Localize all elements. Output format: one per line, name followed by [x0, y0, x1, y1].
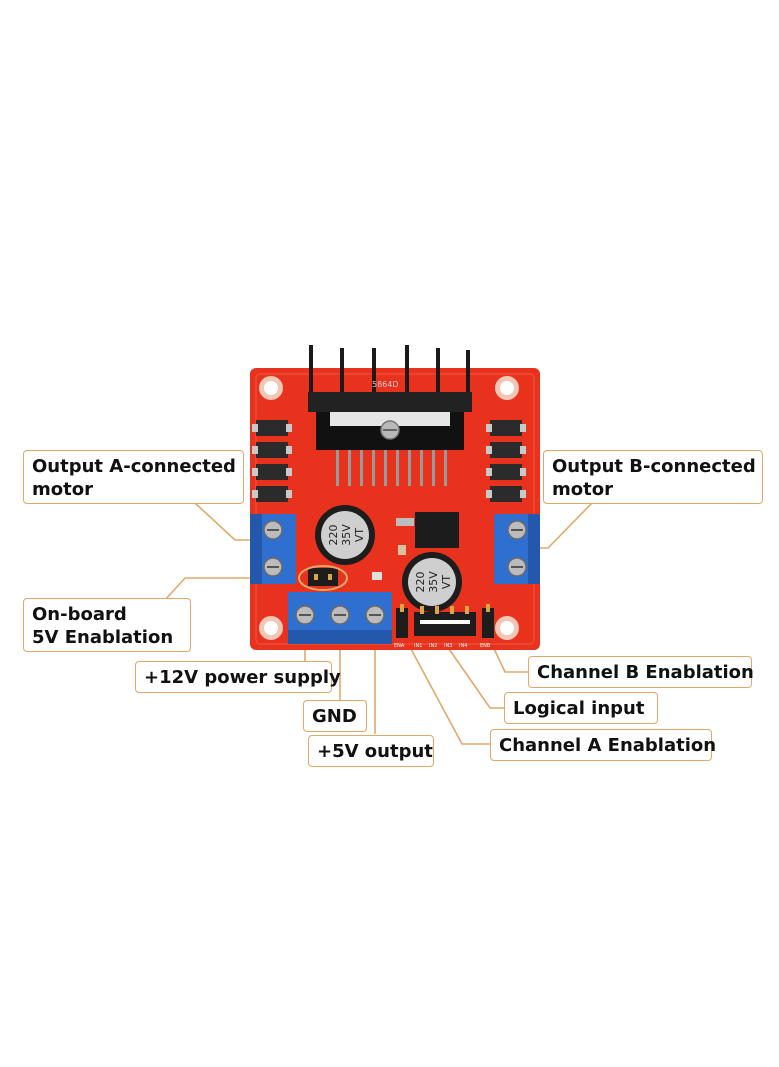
terminal-output-b — [494, 514, 540, 584]
svg-text:220: 220 — [414, 572, 427, 593]
header-pins: ENA IN1 IN2 IN3 IN4 ENB — [394, 604, 494, 649]
svg-text:35V: 35V — [427, 571, 440, 593]
pin-label-in3: IN3 — [444, 643, 452, 649]
pin-label-in4: IN4 — [459, 643, 467, 649]
terminal-power — [288, 592, 392, 644]
label-logical-input: Logical input — [504, 692, 658, 724]
svg-text:VT: VT — [440, 575, 453, 590]
pin-label-in2: IN2 — [429, 643, 437, 649]
jumper-5v — [298, 565, 348, 591]
mounting-holes — [259, 376, 519, 640]
voltage-regulator — [415, 512, 459, 548]
pin-label-ena: ENA — [394, 643, 405, 649]
ic-legs — [336, 450, 447, 486]
label-channel-b-enablation: Channel B Enablation — [528, 656, 754, 688]
svg-text:VT: VT — [353, 528, 366, 543]
diodes-right — [486, 420, 526, 502]
diodes-left — [252, 420, 292, 502]
leader-logical — [439, 635, 504, 709]
l298n-board: 5864D 220 — [250, 345, 540, 650]
label-5v-output: +5V output — [308, 735, 434, 767]
heatsink: 5864D — [308, 345, 472, 450]
pin-label-enb: ENB — [480, 643, 491, 649]
svg-text:35V: 35V — [340, 524, 353, 546]
terminal-output-a — [250, 514, 296, 584]
leader-channel-a — [403, 635, 490, 745]
label-channel-a-enablation: Channel A Enablation — [490, 729, 716, 761]
heatsink-marking: 5864D — [372, 380, 399, 389]
label-12v-power-supply: +12V power supply — [135, 661, 341, 693]
label-gnd: GND — [303, 700, 367, 732]
svg-text:220: 220 — [327, 525, 340, 546]
capacitor-1: 220 35V VT — [315, 505, 375, 565]
pin-label-in1: IN1 — [414, 643, 422, 649]
capacitor-2: 220 35V VT — [402, 552, 462, 612]
